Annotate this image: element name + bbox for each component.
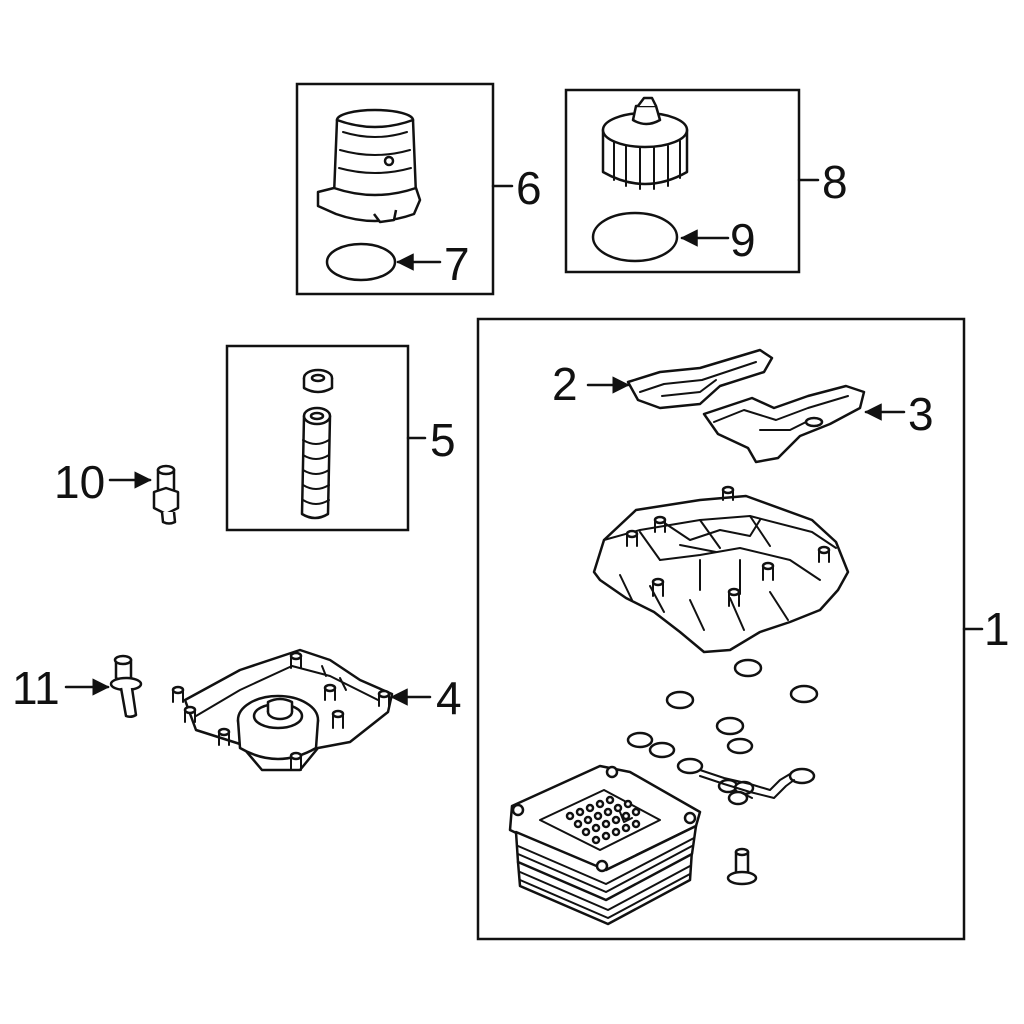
oil-sensor-part[interactable] — [152, 464, 180, 525]
filter-cap-part[interactable] — [601, 96, 689, 190]
lower-gasket-part[interactable] — [702, 384, 866, 464]
filter-cap-o-ring[interactable] — [591, 211, 679, 263]
callout-5-label: 5 — [430, 414, 456, 466]
seal-ring-part[interactable] — [302, 368, 334, 394]
callout-7-label: 7 — [444, 238, 470, 290]
filter-housing-part[interactable] — [316, 108, 422, 224]
filter-cap-group — [564, 88, 820, 274]
filter-housing-box — [295, 82, 495, 296]
filter-housing-o-ring[interactable] — [325, 242, 397, 282]
cooler-o-rings[interactable] — [626, 658, 819, 806]
callout-3-label: 3 — [908, 388, 934, 440]
mount-bolt-part[interactable] — [109, 654, 143, 719]
cooler-bolt-part[interactable] — [726, 847, 758, 886]
oil-cooler-group — [476, 317, 984, 941]
callout-10-label: 10 — [54, 456, 105, 508]
callout-4-label: 4 — [436, 672, 462, 724]
cooler-seal-strip[interactable] — [699, 769, 795, 799]
oil-cooler-housing-part[interactable] — [592, 485, 850, 654]
callout-8-label: 8 — [822, 156, 848, 208]
callout-1-label: 1 — [984, 603, 1010, 655]
callout-labels: 1 2 3 4 5 6 7 8 9 10 11 — [12, 156, 1010, 724]
cooler-core-holes — [565, 795, 641, 845]
callout-2-label: 2 — [552, 358, 578, 410]
filter-housing-group — [295, 82, 514, 296]
callout-9-label: 9 — [730, 214, 756, 266]
tube-part[interactable] — [300, 406, 332, 520]
oil-cooler-core-part[interactable] — [508, 764, 702, 926]
callout-11-label: 11 — [12, 662, 60, 714]
callout-6-label: 6 — [516, 162, 542, 214]
tube-seal-group — [225, 344, 427, 532]
upper-gasket-part[interactable] — [626, 348, 774, 410]
oil-filter-adapter-part[interactable] — [171, 648, 394, 772]
